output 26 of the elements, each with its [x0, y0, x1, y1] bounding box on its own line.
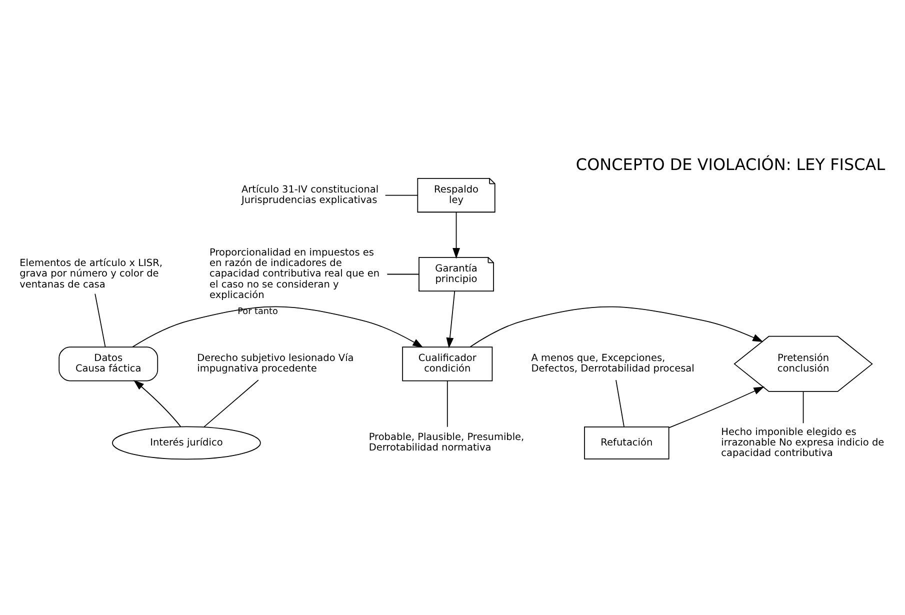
node-text: Artículo 31-IV constitucional Jurisprudencias explicativas: [241, 184, 379, 206]
arrow: [446, 290, 456, 348]
connector: [384, 194, 418, 196]
connector: [94, 292, 106, 347]
connector: [802, 390, 804, 424]
node-text: Probable, Plausible, Presumible, Derrotabilidad normativa: [368, 432, 524, 454]
arrow: [452, 211, 460, 258]
arrow: [133, 379, 182, 427]
edge-label: Por tanto: [238, 306, 278, 316]
node-text: A menos que, Excepciones, Defectos, Derrotabilidad procesal: [531, 352, 694, 374]
node-box: Datos Causa fáctica: [58, 346, 158, 381]
node-box: Refutación: [584, 426, 670, 459]
arrow: [668, 386, 764, 428]
arrow: [132, 306, 424, 348]
node-ellipse: Interés jurídico: [112, 426, 261, 460]
node-text: Hecho imponible elegido es irrazonable No expresa indicio de capacidad contributiva: [721, 426, 884, 459]
connector: [616, 379, 624, 427]
node-box: Cualificador condición: [402, 346, 493, 381]
arrow: [470, 306, 764, 347]
connector: [386, 273, 420, 274]
node-text: Proporcionalidad en impuestos es en razón de indicadores de capacidad contributiva real que en el caso no se consideran y explicación: [210, 246, 380, 301]
diagram-title: CONCEPTO DE VIOLACIÓN: LEY FISCAL: [576, 154, 886, 174]
node-text: Elementos de artículo x LISR, grava por número y color de ventanas de casa: [20, 258, 162, 290]
connector: [446, 380, 448, 427]
connector: [204, 379, 259, 427]
node-text: Derecho subjetivo lesionado Vía impugnativa procedente: [197, 352, 354, 374]
